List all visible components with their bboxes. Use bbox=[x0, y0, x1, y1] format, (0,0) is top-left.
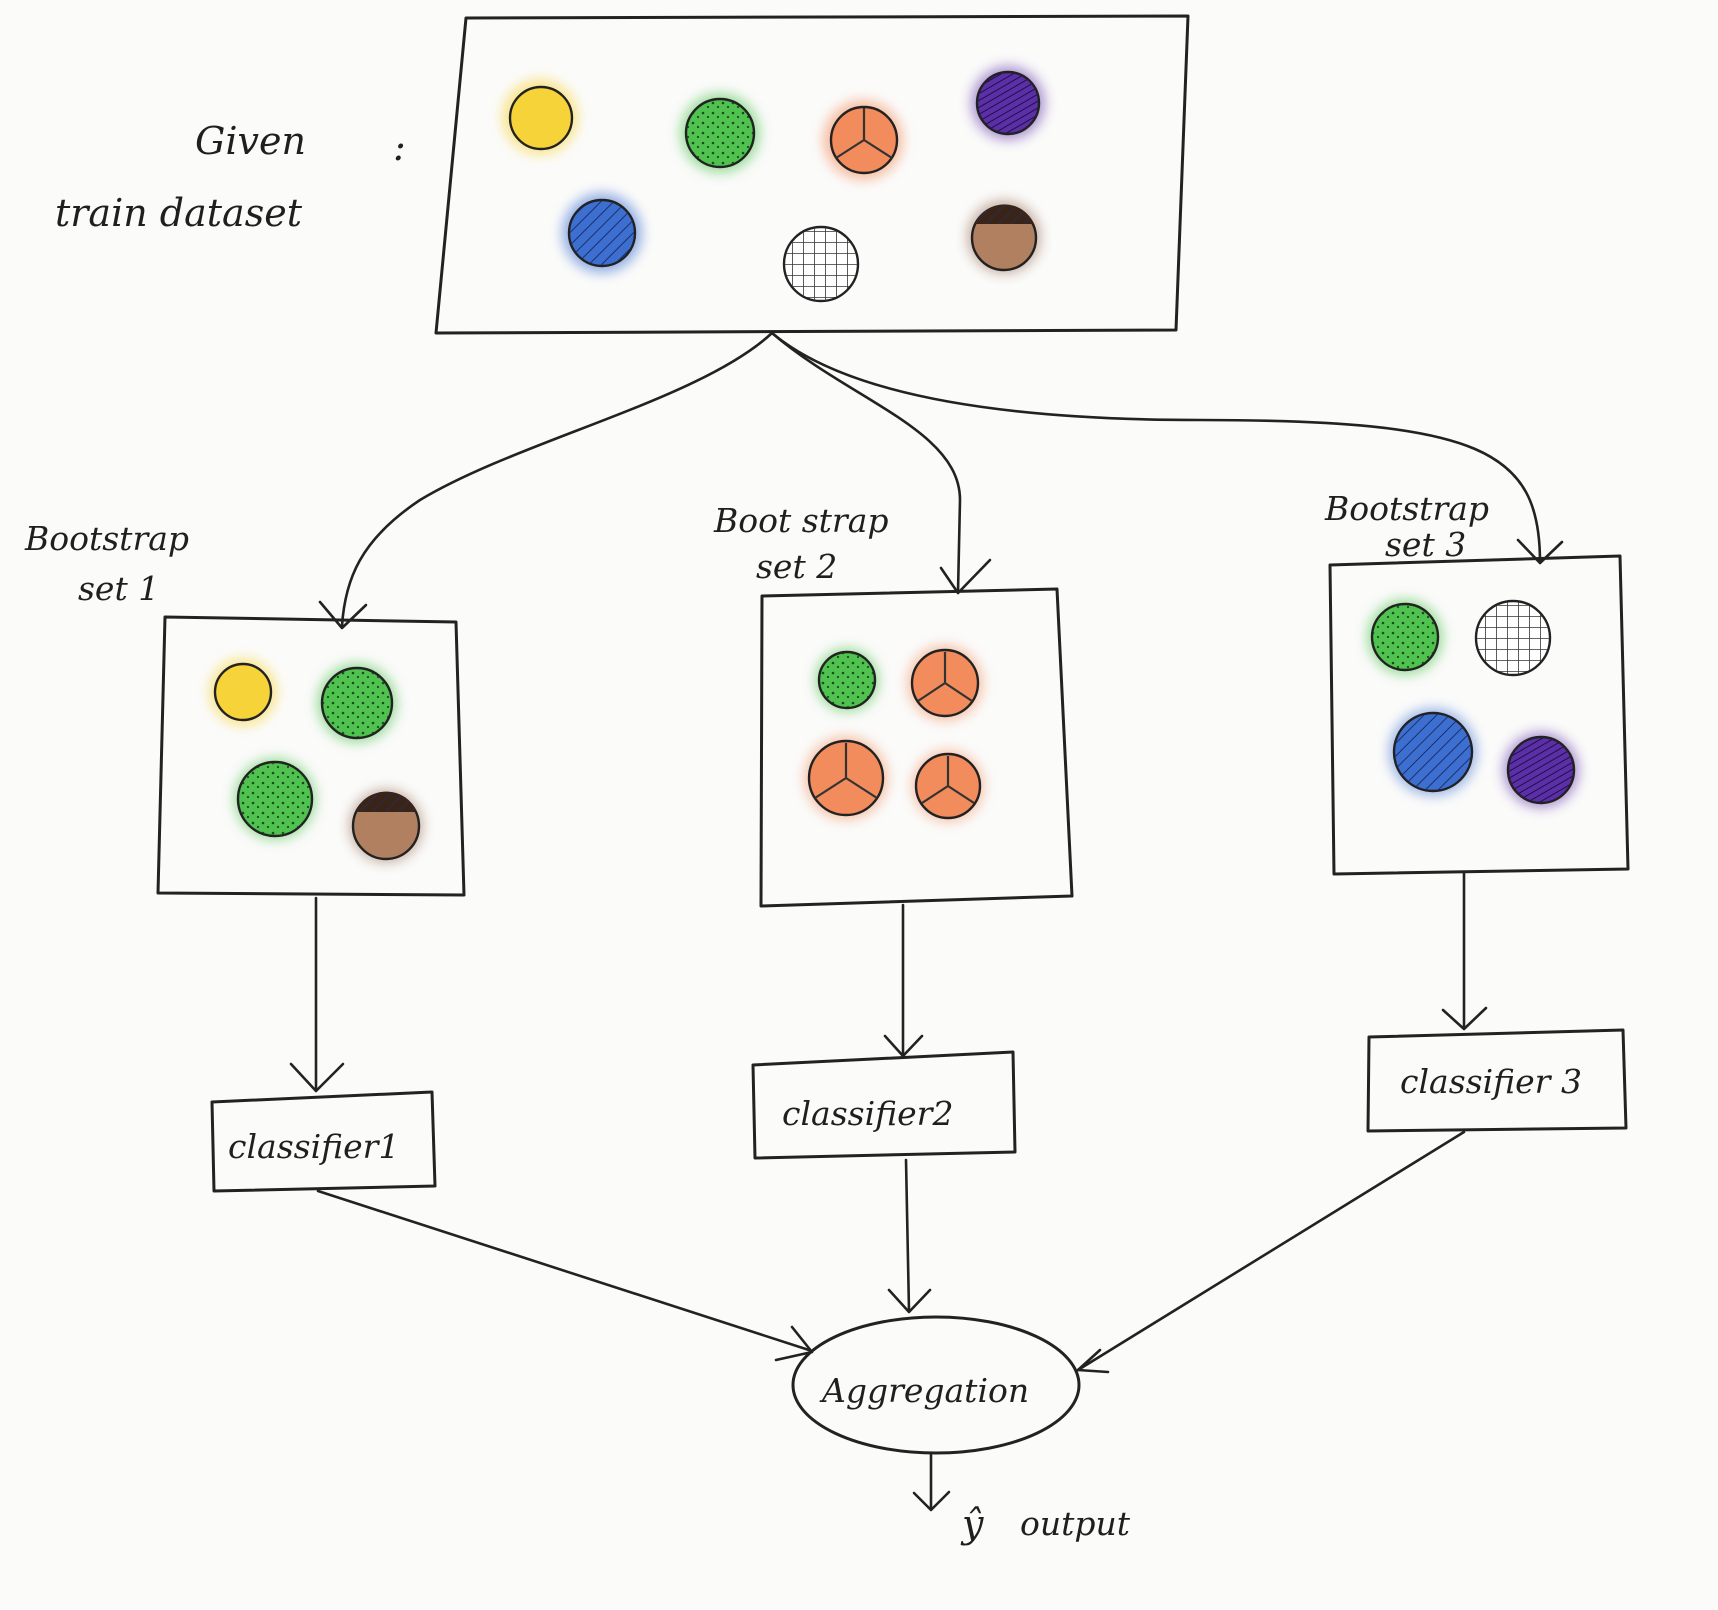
sample-orange bbox=[823, 100, 903, 180]
sample-blue bbox=[1389, 708, 1477, 796]
bootstrap-2-label: Boot strap bbox=[713, 501, 889, 540]
sample-purple bbox=[971, 66, 1045, 140]
arrowhead-bootstrap-1 bbox=[318, 600, 368, 630]
sample-green bbox=[317, 663, 397, 743]
sample-brown bbox=[967, 200, 1041, 274]
sample-green bbox=[1367, 599, 1443, 675]
arrowhead-from-classifier-3 bbox=[1076, 1348, 1110, 1374]
bootstrap-set-2-box bbox=[759, 587, 1074, 908]
sample-yellow bbox=[209, 658, 277, 726]
train-dataset-label: train dataset bbox=[55, 191, 303, 235]
sample-green bbox=[234, 758, 316, 840]
arrow-to-bootstrap-1 bbox=[340, 331, 774, 628]
bootstrap-1-sublabel: set 1 bbox=[78, 569, 159, 608]
arrow-to-bootstrap-3 bbox=[770, 331, 1542, 564]
sample-orange bbox=[907, 645, 983, 721]
bootstrap-1-label: Bootstrap bbox=[24, 519, 189, 558]
classifier-1-box bbox=[210, 1090, 437, 1193]
sample-orange bbox=[804, 736, 888, 820]
classifier-3-box bbox=[1366, 1028, 1628, 1133]
arrowhead-bootstrap-2 bbox=[939, 558, 992, 595]
bootstrap-set-3-samples bbox=[1367, 599, 1579, 808]
bootstrap-set-1-box bbox=[156, 615, 466, 897]
arrow-classifier-1-to-aggregation bbox=[316, 1189, 814, 1353]
arrowhead-classifier-3 bbox=[1441, 1006, 1488, 1031]
classifier-3-label: classifier 3 bbox=[1400, 1062, 1582, 1101]
sample-yellow bbox=[502, 79, 578, 155]
aggregation-label: Aggregation bbox=[819, 1371, 1029, 1410]
output-label: output bbox=[1020, 1504, 1131, 1543]
sample-grid bbox=[1474, 599, 1552, 677]
sample-orange bbox=[912, 750, 984, 822]
train-dataset-samples bbox=[502, 66, 1045, 303]
bootstrap-set-2-samples bbox=[804, 645, 984, 822]
train-dataset-box bbox=[434, 14, 1190, 335]
bootstrap-3-label: Bootstrap bbox=[1324, 489, 1489, 528]
sample-blue bbox=[562, 193, 642, 273]
classifier-1-label: classifier1 bbox=[228, 1127, 399, 1166]
classifier-2-box bbox=[751, 1050, 1017, 1160]
arrowhead-classifier-1 bbox=[289, 1062, 345, 1093]
classifier-arrows bbox=[289, 871, 1488, 1093]
sample-brown bbox=[349, 789, 423, 863]
output-symbol: ŷ bbox=[960, 1502, 984, 1546]
classifier-2-label: classifier2 bbox=[782, 1094, 953, 1133]
bootstrap-set-3-box bbox=[1328, 554, 1630, 876]
arrow-classifier-2-to-aggregation bbox=[904, 1158, 911, 1313]
arrow-classifier-3-to-aggregation bbox=[1076, 1130, 1466, 1372]
split-arrows bbox=[318, 331, 1564, 630]
aggregation-arrows bbox=[316, 1130, 1466, 1374]
arrow-to-bootstrap-2 bbox=[770, 331, 962, 594]
sample-purple bbox=[1503, 732, 1579, 808]
aggregation-node bbox=[791, 1315, 1081, 1455]
given-colon: : bbox=[393, 125, 406, 169]
sample-grid bbox=[782, 225, 860, 303]
bootstrap-2-sublabel: set 2 bbox=[756, 547, 837, 586]
bootstrap-3-sublabel: set 3 bbox=[1385, 525, 1466, 564]
given-label: Given bbox=[195, 119, 306, 163]
sample-green bbox=[815, 648, 879, 712]
arrowhead-output bbox=[912, 1490, 951, 1512]
sample-green bbox=[680, 93, 760, 173]
bootstrap-set-1-samples bbox=[209, 658, 423, 863]
arrowhead-from-classifier-2 bbox=[887, 1288, 932, 1314]
arrowhead-bootstrap-3 bbox=[1516, 538, 1564, 565]
